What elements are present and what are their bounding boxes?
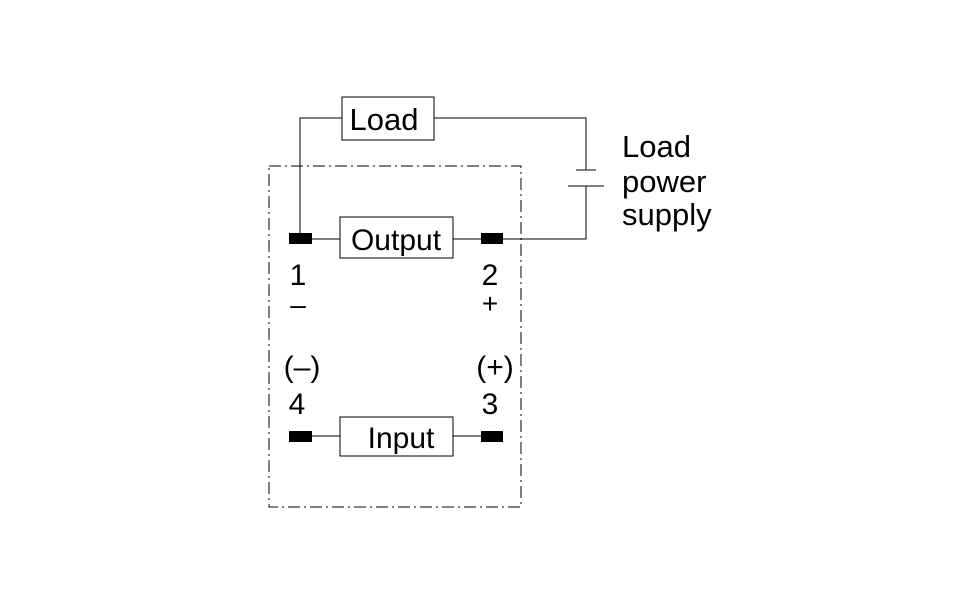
terminal-2-number: 2: [482, 259, 499, 292]
supply-label-line-1: Load: [622, 129, 691, 164]
terminal-1-polarity: –: [290, 289, 306, 320]
wiring: [299, 117, 587, 437]
terminal-3-polarity: (+): [476, 351, 514, 384]
terminal-2: [481, 233, 503, 244]
terminal-3-number: 3: [482, 388, 499, 421]
output-box-label: Output: [351, 224, 442, 257]
terminal-3: [481, 431, 503, 442]
terminal-4: [289, 431, 312, 442]
terminal-4-number: 4: [289, 388, 306, 421]
load-box: Load: [341, 96, 435, 141]
supply-label-line-3: supply: [622, 197, 712, 232]
output-box: Output: [339, 216, 454, 259]
terminals: [289, 233, 503, 442]
wire-supply-to-terminal2: [503, 186, 587, 240]
load-power-supply-label: Load power supply: [622, 129, 712, 232]
terminal-1-number: 1: [290, 259, 307, 292]
relay-enclosure: [268, 165, 522, 508]
terminal-1: [289, 233, 312, 244]
terminal-4-polarity: (–): [284, 351, 321, 384]
input-box-label: Input: [368, 422, 435, 455]
terminal-2-polarity: +: [482, 288, 498, 319]
wire-load-to-supply: [434, 117, 587, 170]
input-box: Input: [339, 416, 454, 457]
battery-symbol: [568, 169, 604, 187]
supply-label-line-2: power: [622, 164, 706, 199]
wire-terminal1-to-load: [299, 117, 342, 233]
terminal-labels: 1 – 2 + (–) 4 (+) 3: [284, 259, 514, 421]
load-box-label: Load: [350, 102, 419, 137]
